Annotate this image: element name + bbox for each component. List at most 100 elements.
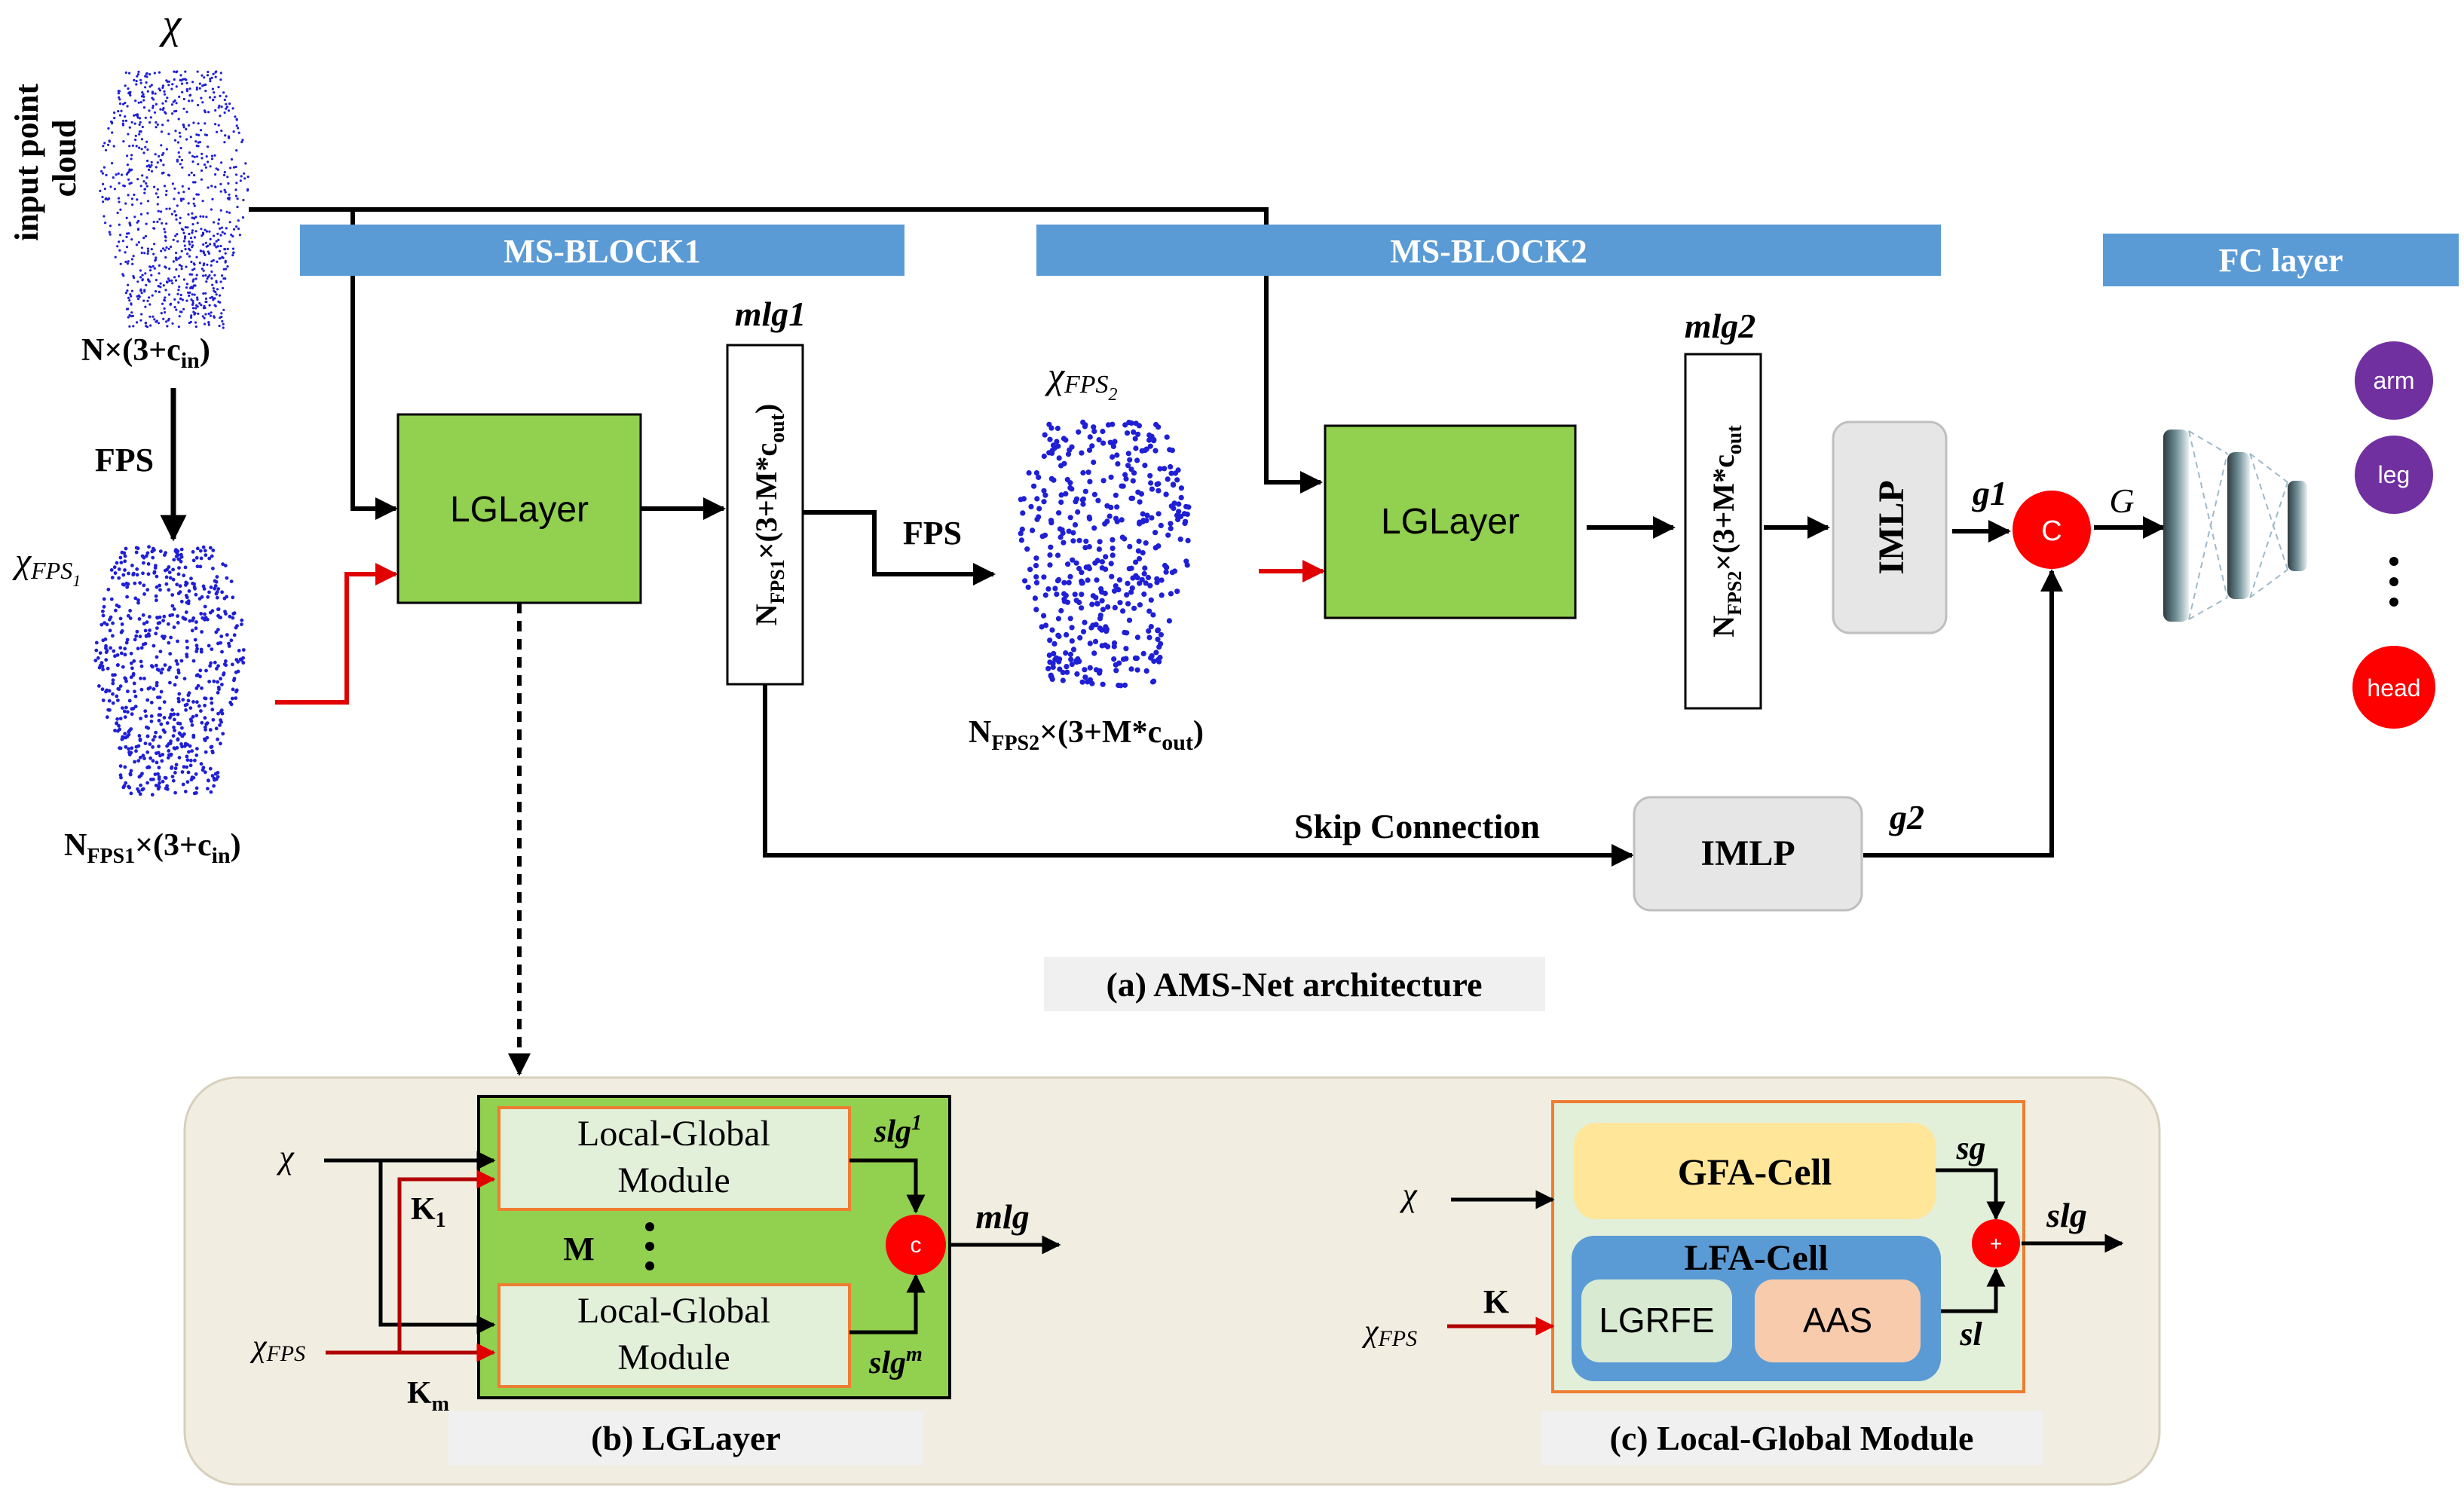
cloud-point bbox=[213, 660, 217, 665]
cloud-point bbox=[213, 244, 216, 247]
cloud-point bbox=[161, 86, 164, 89]
cloud-point bbox=[175, 252, 178, 255]
cloud-point bbox=[184, 594, 188, 598]
cloud-point bbox=[126, 613, 130, 618]
cloud-point bbox=[208, 243, 212, 246]
cloud-point bbox=[180, 79, 183, 82]
cloud-point bbox=[209, 661, 213, 665]
cloud-point bbox=[207, 252, 211, 255]
cloud-point bbox=[196, 305, 199, 308]
cloud-point bbox=[192, 121, 195, 124]
cloud-point bbox=[167, 84, 170, 87]
cloud-point bbox=[223, 111, 226, 115]
class-head-label: head bbox=[2367, 674, 2420, 702]
cloud-point bbox=[1153, 650, 1159, 656]
cloud-point bbox=[213, 315, 216, 318]
cloud-point bbox=[1159, 577, 1165, 583]
cloud-point bbox=[212, 98, 215, 101]
cloud-point bbox=[122, 184, 125, 187]
cloud-point bbox=[127, 133, 130, 136]
cloud-point bbox=[146, 148, 149, 151]
cloud-point bbox=[177, 289, 180, 292]
cloud-point bbox=[117, 567, 121, 571]
cloud-point bbox=[173, 306, 176, 309]
cloud-point bbox=[181, 782, 185, 787]
cloud-point bbox=[136, 647, 140, 651]
cloud-point bbox=[1019, 526, 1025, 533]
cloud-point bbox=[198, 87, 201, 90]
cloud-point bbox=[220, 590, 224, 595]
cloud-point bbox=[181, 90, 184, 93]
cloud-point bbox=[197, 163, 200, 166]
cloud-point bbox=[145, 185, 148, 188]
cloud-point bbox=[130, 666, 134, 671]
cloud-point bbox=[145, 750, 150, 754]
cloud-point bbox=[123, 653, 127, 657]
cloud-point bbox=[126, 289, 129, 292]
cloud-point bbox=[236, 206, 239, 209]
cloud-point bbox=[124, 546, 128, 551]
cloud-point bbox=[183, 237, 186, 240]
cloud-point bbox=[127, 170, 130, 173]
cloud-point bbox=[132, 659, 136, 663]
cloud-point bbox=[1131, 605, 1137, 611]
cloud-point bbox=[133, 760, 137, 764]
cloud-point bbox=[140, 138, 143, 141]
cloud-point bbox=[207, 321, 210, 324]
cloud-point bbox=[130, 157, 133, 161]
cloud-point bbox=[178, 131, 181, 134]
cloud-point bbox=[1076, 565, 1082, 572]
cloud-point bbox=[1079, 605, 1085, 611]
cloud-point bbox=[163, 307, 166, 310]
cloud-point bbox=[174, 234, 177, 237]
cloud-point bbox=[140, 95, 143, 98]
cloud-point bbox=[99, 189, 102, 192]
cloud-point bbox=[210, 647, 214, 651]
gfa-cell-label: GFA-Cell bbox=[1678, 1151, 1832, 1193]
cloud-point bbox=[1100, 607, 1106, 613]
cloud-point bbox=[113, 729, 117, 732]
cloud-point bbox=[188, 744, 192, 748]
cloud-point bbox=[232, 166, 236, 169]
cloud-point bbox=[1124, 430, 1131, 436]
cloud-point bbox=[240, 622, 243, 626]
concat-node bbox=[2013, 491, 2091, 569]
cloud-point bbox=[1155, 424, 1162, 430]
cloud-point bbox=[1061, 591, 1067, 597]
cloud-point bbox=[176, 662, 179, 666]
input-label-line2: cloud bbox=[46, 120, 83, 197]
cloud-point bbox=[164, 289, 167, 292]
cloud-point bbox=[1117, 600, 1123, 606]
cloud-point bbox=[147, 634, 152, 638]
cloud-point bbox=[161, 153, 164, 157]
cloud-point bbox=[223, 564, 228, 567]
cloud-point bbox=[195, 193, 198, 196]
cloud-point bbox=[157, 322, 161, 325]
cloud-point bbox=[136, 228, 139, 231]
cloud-point bbox=[173, 747, 177, 751]
cloud-point bbox=[231, 616, 235, 620]
cloud-point bbox=[127, 178, 130, 181]
cloud-point bbox=[1027, 567, 1033, 573]
cloud-point bbox=[148, 168, 151, 171]
cloud-point bbox=[1069, 662, 1075, 668]
cloud-point bbox=[179, 297, 182, 300]
cloud-point bbox=[214, 123, 217, 126]
cloud-point bbox=[138, 146, 141, 149]
cloud-point bbox=[210, 208, 213, 211]
fc-layer-banner bbox=[2103, 234, 2459, 286]
cloud-point bbox=[1124, 630, 1130, 636]
cloud-point bbox=[1060, 677, 1066, 683]
cloud-point bbox=[1135, 431, 1141, 437]
cloud-point bbox=[215, 667, 219, 671]
cloud-point bbox=[1076, 599, 1082, 606]
cloud-point bbox=[203, 703, 207, 708]
cloud-point bbox=[112, 649, 116, 653]
cloud-point bbox=[210, 154, 214, 157]
cloud-point bbox=[197, 704, 201, 708]
cloud-point bbox=[1089, 443, 1095, 449]
cloud-point bbox=[185, 127, 188, 131]
cloud-point bbox=[153, 243, 156, 246]
cloud-point bbox=[147, 278, 150, 281]
cloud-point bbox=[1133, 445, 1139, 451]
